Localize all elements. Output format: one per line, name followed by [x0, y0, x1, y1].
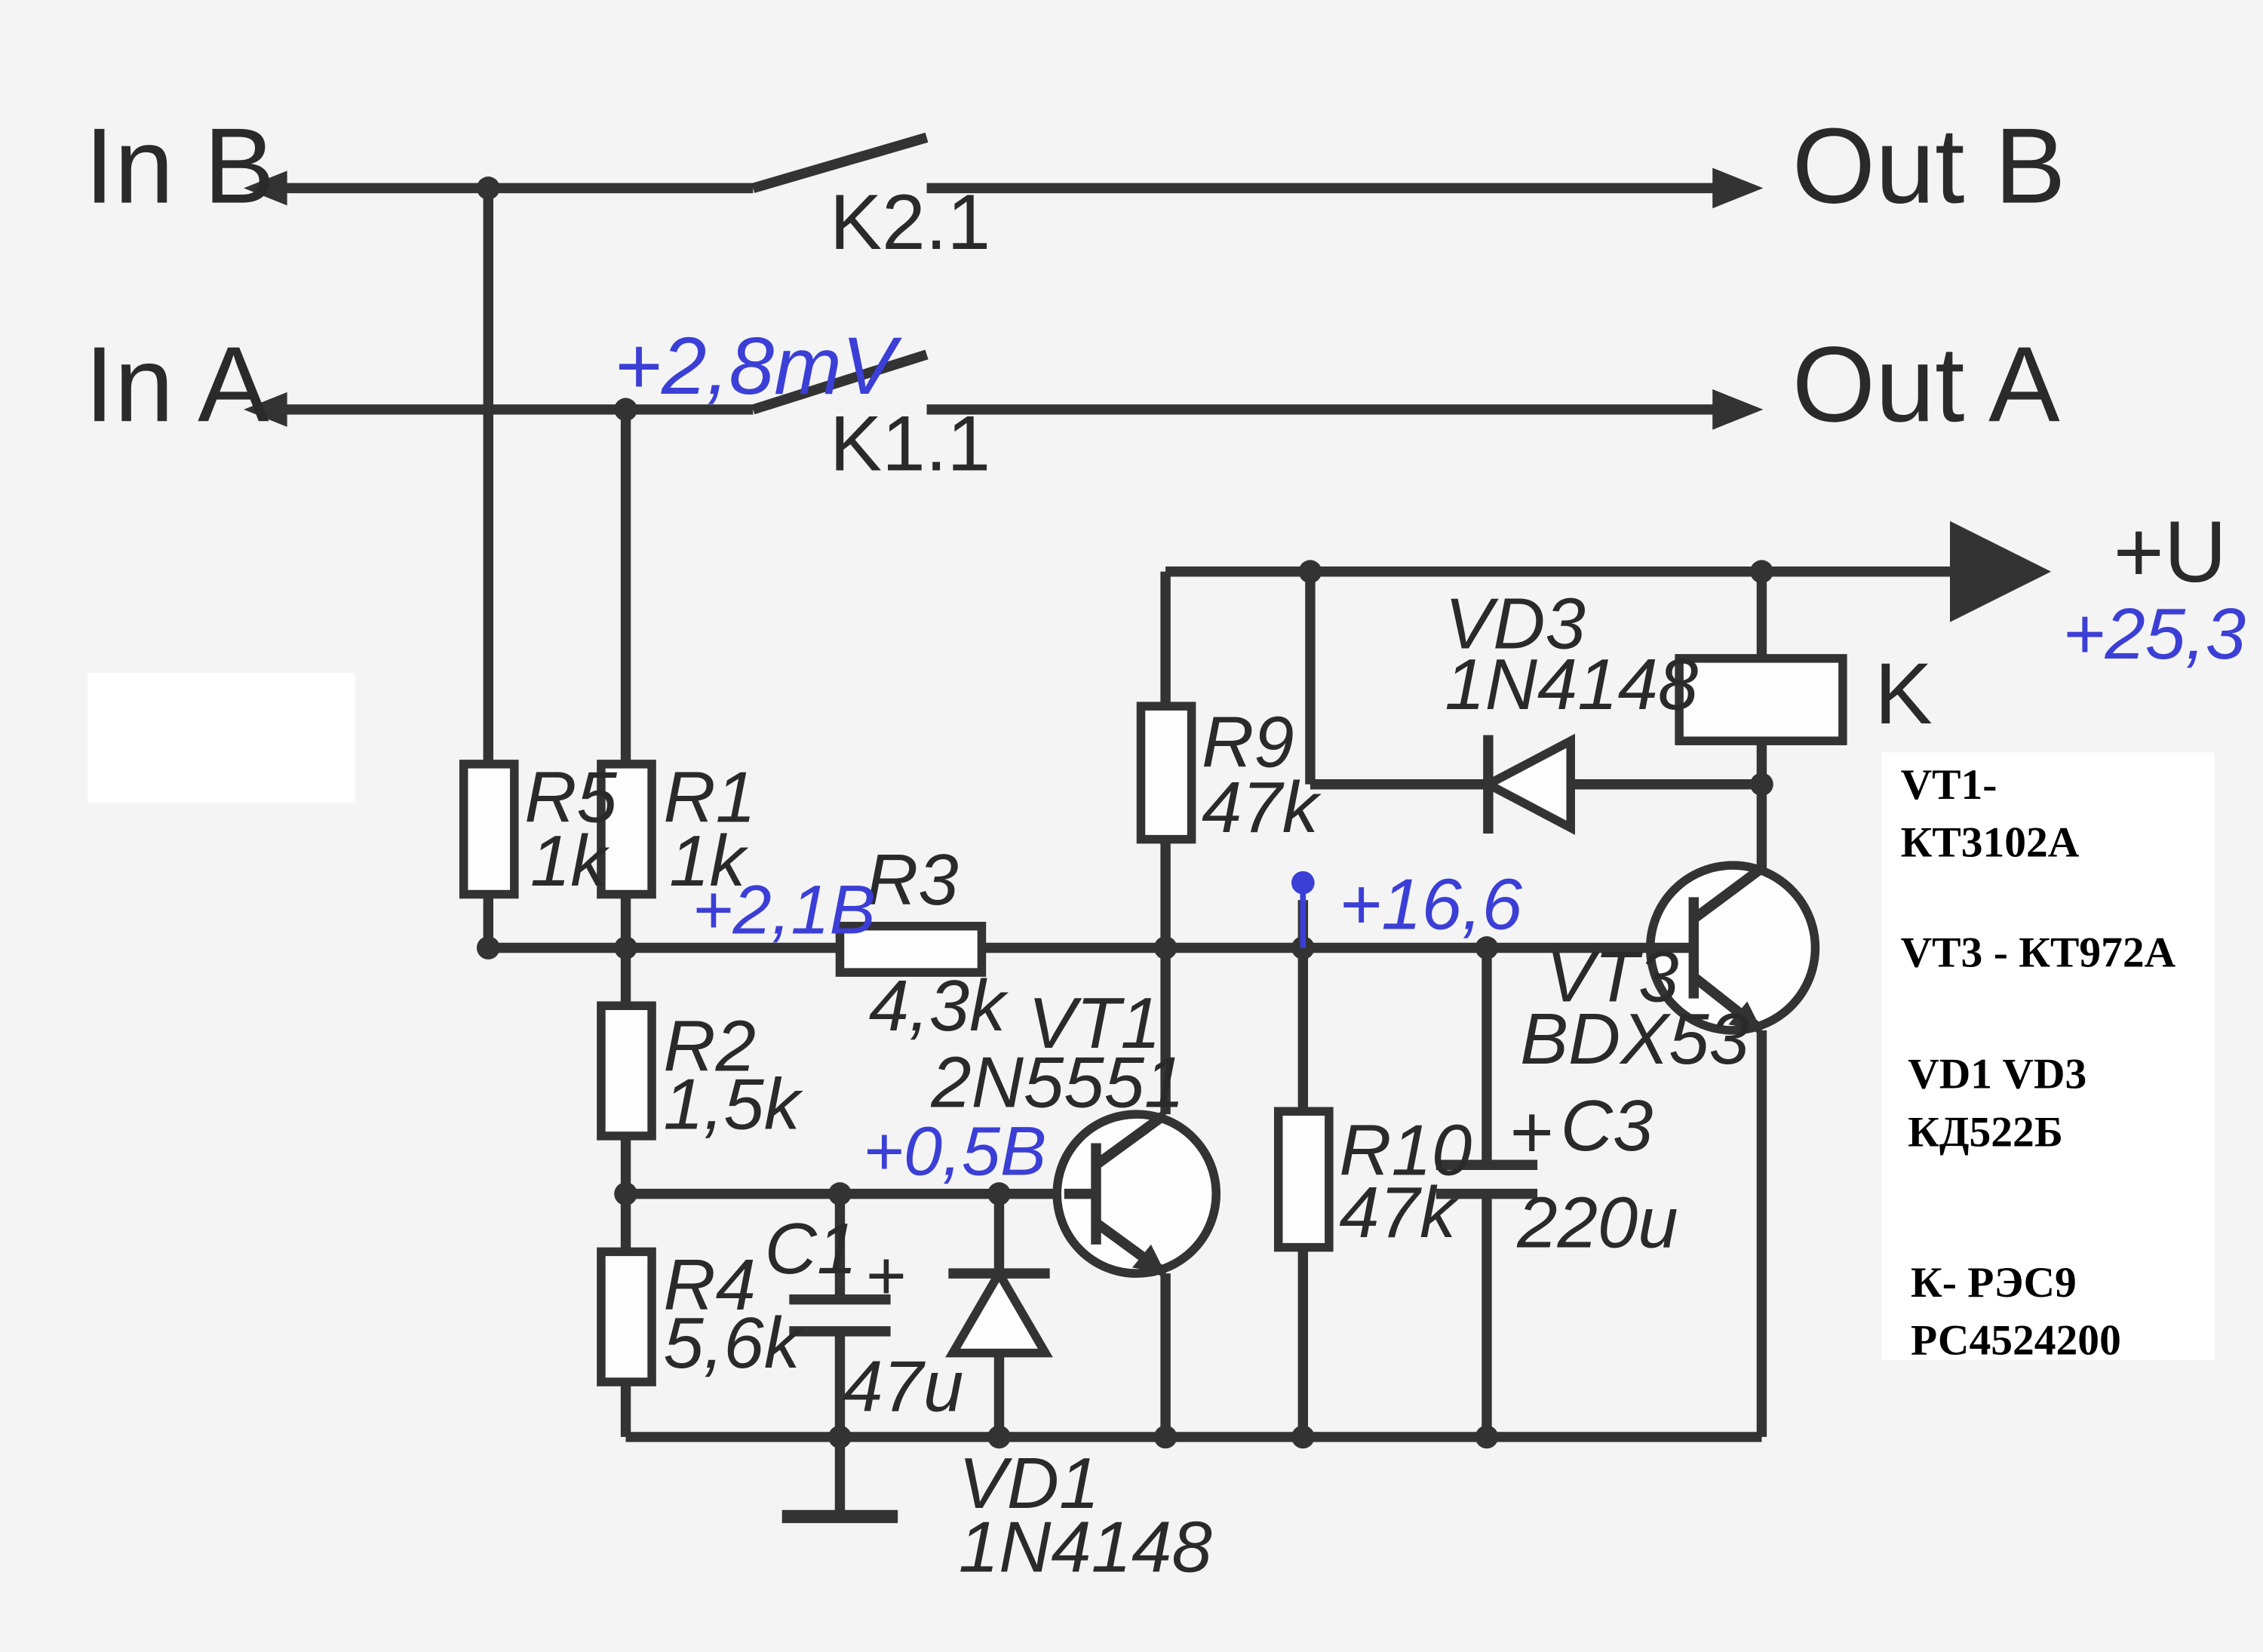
label-vd1-ref: VD1: [959, 1443, 1100, 1524]
label-c3-ref: C3: [1561, 1085, 1653, 1166]
junction-dot: [828, 1425, 852, 1449]
label-r4-ref: R4: [663, 1245, 756, 1325]
label-r5-value: 1k: [530, 821, 610, 901]
label-r10-ref: R10: [1339, 1110, 1472, 1191]
label-k2: K2.1: [830, 178, 990, 266]
diode-vd3: [1478, 733, 1575, 835]
note-k-line2: РС4524200: [1911, 1317, 2121, 1365]
junction-dot: [828, 1182, 852, 1205]
note-vt3: VT3 - КТ972А: [1901, 929, 2176, 976]
resistor-r5: [459, 760, 519, 899]
resistor-r1: [597, 760, 656, 899]
transistor-vt1-collector: [1093, 1110, 1169, 1169]
wires: [258, 132, 2052, 1524]
note-vt3-base-voltage: +16,6: [1339, 864, 1522, 945]
note-vd-line1: VD1 VD3: [1908, 1051, 2086, 1098]
label-c3-polarity: +: [1510, 1091, 1554, 1175]
label-r3-value: 4,3k: [869, 966, 1009, 1046]
junction-dot: [1291, 1425, 1315, 1449]
junction-dot: [1750, 772, 1773, 797]
in-a-arrow-icon: [244, 392, 287, 427]
contact-k1-blade: [751, 349, 929, 415]
resistor-r3: [835, 921, 987, 977]
label-r5-ref: R5: [524, 757, 617, 838]
junction-dot: [1475, 1425, 1499, 1449]
label-c1-ref: C1: [765, 1208, 858, 1289]
out-a-arrow-icon: [1712, 389, 1764, 430]
label-vd3-ref: VD3: [1445, 583, 1586, 664]
junction-dot: [614, 1182, 637, 1205]
label-vt1-part: 2N5551: [930, 1042, 1184, 1123]
label-r10-value: 47k: [1339, 1172, 1459, 1253]
note-r3-node-voltage: +2,1B: [692, 871, 876, 948]
port-supply: +U: [2114, 504, 2227, 600]
label-vd3-part: 1N4148: [1445, 644, 1698, 725]
junction-dot: [614, 936, 637, 960]
resistor-r9: [1136, 702, 1196, 844]
port-out-b: Out B: [1792, 106, 2066, 226]
label-vt1-ref: VT1: [1028, 983, 1161, 1064]
port-in-b: In B: [84, 106, 275, 226]
label-r9-ref: R9: [1202, 702, 1294, 783]
label-relay-k: K: [1875, 646, 1933, 742]
white-patch: [87, 673, 355, 803]
junction-dot: [1750, 560, 1773, 584]
junction-dot: [1298, 560, 1322, 584]
junction-dot: [476, 177, 500, 200]
transistor-vt1-arrow-icon: [1132, 1244, 1166, 1274]
port-out-a: Out A: [1792, 324, 2060, 444]
label-r2-ref: R2: [663, 1006, 756, 1087]
label-vt3-ref: VT3: [1546, 936, 1679, 1017]
note-in-a-voltage: +2,8mV: [614, 321, 902, 411]
contact-k2-blade: [751, 132, 929, 193]
resistor-r2: [597, 1001, 656, 1141]
notes-panel: [1881, 752, 2215, 1361]
label-c1-value: 47u: [843, 1346, 963, 1426]
note-vt1-base-voltage: +0,5B: [863, 1113, 1046, 1190]
junction-dots: [476, 177, 1773, 1449]
junction-dot: [987, 1425, 1011, 1449]
note-k-line1: К- РЭС9: [1911, 1259, 2077, 1307]
junction-dot: [1475, 936, 1499, 960]
label-r9-value: 47k: [1202, 767, 1322, 848]
label-c3-value: 220u: [1516, 1183, 1678, 1264]
junction-dot: [987, 1182, 1011, 1205]
junction-dot: [1153, 936, 1178, 960]
label-r3-ref: R3: [866, 840, 959, 920]
label-r2-value: 1,5k: [663, 1064, 803, 1144]
diode-vd1-body-icon: [945, 1264, 1053, 1358]
label-vt3-part: BDX53: [1520, 999, 1749, 1079]
out-b-arrow-icon: [1712, 167, 1764, 209]
diode-vd1: [945, 1264, 1053, 1358]
transistor-vt3-arrow-icon: [1728, 1001, 1762, 1030]
note-vt1-line1: VT1-: [1901, 761, 1997, 809]
resistor-r4: [597, 1247, 656, 1386]
probe-point-icon: [1291, 871, 1315, 895]
port-in-a: In A: [84, 324, 269, 444]
relay-coil-k: [1675, 654, 1847, 745]
label-k1: K1.1: [830, 399, 990, 487]
transistor-vt3: [1645, 861, 1820, 1035]
in-b-arrow-icon: [244, 170, 287, 206]
note-vd-line2: КД522Б: [1908, 1108, 2063, 1156]
note-vt1-line2: КТ3102А: [1901, 819, 2080, 867]
label-vd1-part: 1N4148: [959, 1506, 1212, 1587]
junction-dot: [476, 936, 500, 960]
label-c1-polarity: +: [866, 1237, 907, 1315]
transistor-vt1: [1052, 1110, 1221, 1278]
junction-dot: [1153, 1425, 1178, 1449]
label-r1-value: 1k: [669, 821, 748, 901]
transistor-vt3-collector: [1690, 864, 1765, 923]
note-supply-voltage: +25,3: [2062, 594, 2246, 674]
resistor-r10: [1273, 1107, 1334, 1252]
junction-dot: [614, 398, 637, 422]
label-r1-ref: R1: [663, 757, 756, 838]
diode-vd3-body-icon: [1478, 733, 1575, 835]
label-r4-value: 5,6k: [663, 1303, 803, 1383]
